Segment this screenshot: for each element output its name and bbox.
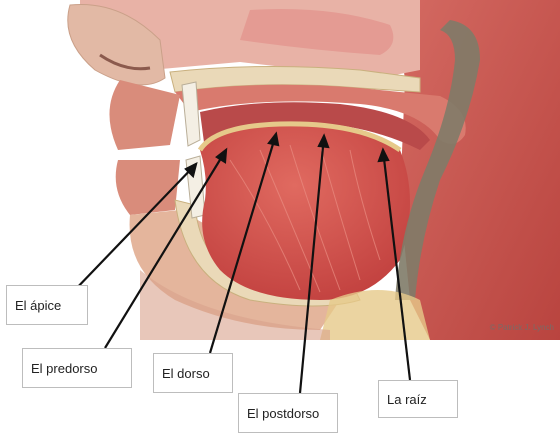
label-apice: El ápice: [6, 285, 88, 325]
tongue: [200, 124, 410, 300]
label-raiz: La raíz: [378, 380, 458, 418]
label-predorso: El predorso: [22, 348, 132, 388]
image-credit: © Patrick J. Lynch: [490, 323, 554, 332]
label-dorso: El dorso: [153, 353, 233, 393]
upper-lip: [109, 80, 180, 150]
lower-lip: [116, 160, 180, 215]
label-postdorso: El postdorso: [238, 393, 338, 433]
